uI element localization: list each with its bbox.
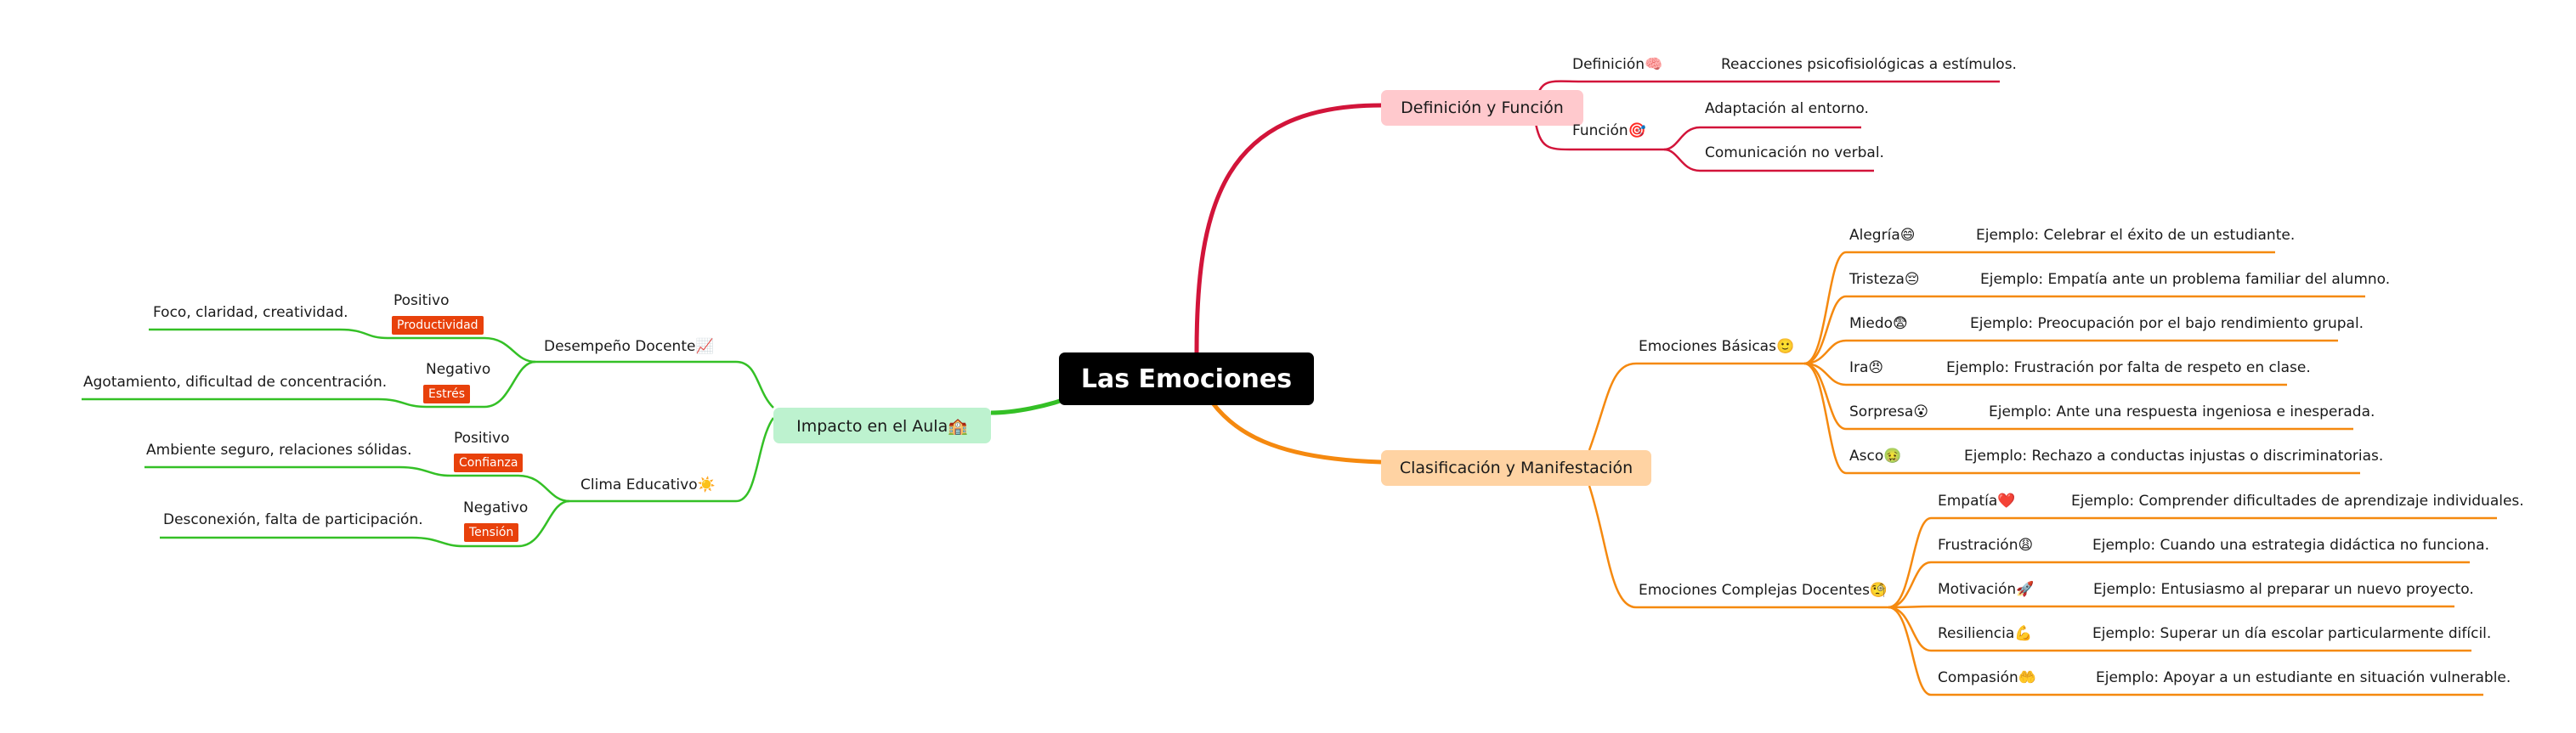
link-root-definicion	[1194, 103, 1382, 353]
node-compleja-name[interactable]: Motivación🚀	[1938, 581, 2035, 598]
node-basica-example[interactable]: Ejemplo: Empatía ante un problema famili…	[1980, 271, 2391, 288]
node-compleja-example[interactable]: Ejemplo: Apoyar a un estudiante en situa…	[2096, 669, 2511, 686]
node-basica-example[interactable]: Ejemplo: Ante una respuesta ingeniosa e …	[1989, 403, 2375, 420]
branch-impacto[interactable]: Impacto en el Aula🏫	[773, 408, 991, 443]
root-node[interactable]: Las Emociones	[1059, 352, 1314, 405]
branch-clasificacion-label: Clasificación y Manifestación	[1399, 459, 1633, 477]
branch-definicion-label: Definición y Función	[1401, 99, 1564, 117]
node-desempeno-docente[interactable]: Desempeño Docente📈	[544, 338, 714, 355]
node-clima-positivo-text[interactable]: Ambiente seguro, relaciones sólidas.	[146, 442, 412, 459]
node-desempeno-negativo-text[interactable]: Agotamiento, dificultad de concentración…	[83, 374, 388, 391]
node-compleja-name[interactable]: Compasión🤲	[1938, 669, 2036, 686]
node-emociones-basicas[interactable]: Emociones Básicas🙂	[1639, 338, 1795, 355]
node-compleja-name[interactable]: Empatía❤️	[1938, 493, 2016, 510]
branch-clasificacion[interactable]: Clasificación y Manifestación	[1381, 450, 1651, 486]
node-compleja-example[interactable]: Ejemplo: Cuando una estrategia didáctica…	[2092, 537, 2489, 554]
node-funcion-item[interactable]: Adaptación al entorno.	[1705, 100, 1869, 117]
node-basica-example[interactable]: Ejemplo: Frustración por falta de respet…	[1946, 359, 2311, 376]
node-definicion-text[interactable]: Reacciones psicofisiológicas a estímulos…	[1721, 56, 2017, 73]
node-basica-example[interactable]: Ejemplo: Celebrar el éxito de un estudia…	[1976, 227, 2296, 244]
node-basica-name[interactable]: Ira😠	[1849, 359, 1884, 376]
link-root-clasificacion	[1204, 393, 1382, 465]
node-desempeno-positivo[interactable]: Positivo	[393, 292, 450, 309]
node-basica-example[interactable]: Ejemplo: Rechazo a conductas injustas o …	[1964, 448, 2384, 465]
node-desempeno-positivo-text[interactable]: Foco, claridad, creatividad.	[153, 304, 348, 321]
node-funcion[interactable]: Función🎯	[1572, 122, 1646, 139]
node-compleja-example[interactable]: Ejemplo: Comprender dificultades de apre…	[2071, 493, 2524, 510]
node-basica-name[interactable]: Miedo😨	[1849, 315, 1908, 332]
tag-tension: Tensión	[464, 523, 519, 542]
node-basica-name[interactable]: Asco🤢	[1849, 448, 1902, 465]
node-compleja-example[interactable]: Ejemplo: Superar un día escolar particul…	[2092, 625, 2492, 642]
node-basica-name[interactable]: Alegría😄	[1849, 227, 1916, 244]
node-compleja-name[interactable]: Frustración😩	[1938, 537, 2034, 554]
branch-definicion[interactable]: Definición y Función	[1381, 90, 1583, 126]
node-definicion[interactable]: Definición🧠	[1572, 56, 1663, 73]
node-funcion-item[interactable]: Comunicación no verbal.	[1705, 144, 1884, 161]
node-clima-educativo[interactable]: Clima Educativo☀️	[580, 476, 716, 493]
tag-confianza: Confianza	[454, 454, 524, 472]
node-emociones-complejas[interactable]: Emociones Complejas Docentes🧐	[1639, 582, 1888, 599]
root-label: Las Emociones	[1080, 364, 1293, 394]
node-clima-negativo-text[interactable]: Desconexión, falta de participación.	[163, 511, 423, 528]
node-compleja-example[interactable]: Ejemplo: Entusiasmo al preparar un nuevo…	[2093, 581, 2474, 598]
node-basica-example[interactable]: Ejemplo: Preocupación por el bajo rendim…	[1970, 315, 2364, 332]
node-desempeno-negativo[interactable]: Negativo	[426, 361, 491, 378]
node-basica-name[interactable]: Sorpresa😮	[1849, 403, 1929, 420]
tag-estres: Estrés	[423, 385, 470, 403]
node-clima-negativo[interactable]: Negativo	[463, 499, 529, 516]
tag-productividad: Productividad	[392, 316, 484, 335]
node-compleja-name[interactable]: Resiliencia💪	[1938, 625, 2033, 642]
branch-impacto-label: Impacto en el Aula🏫	[796, 416, 968, 436]
node-basica-name[interactable]: Tristeza😔	[1849, 271, 1920, 288]
node-clima-positivo[interactable]: Positivo	[454, 430, 510, 447]
